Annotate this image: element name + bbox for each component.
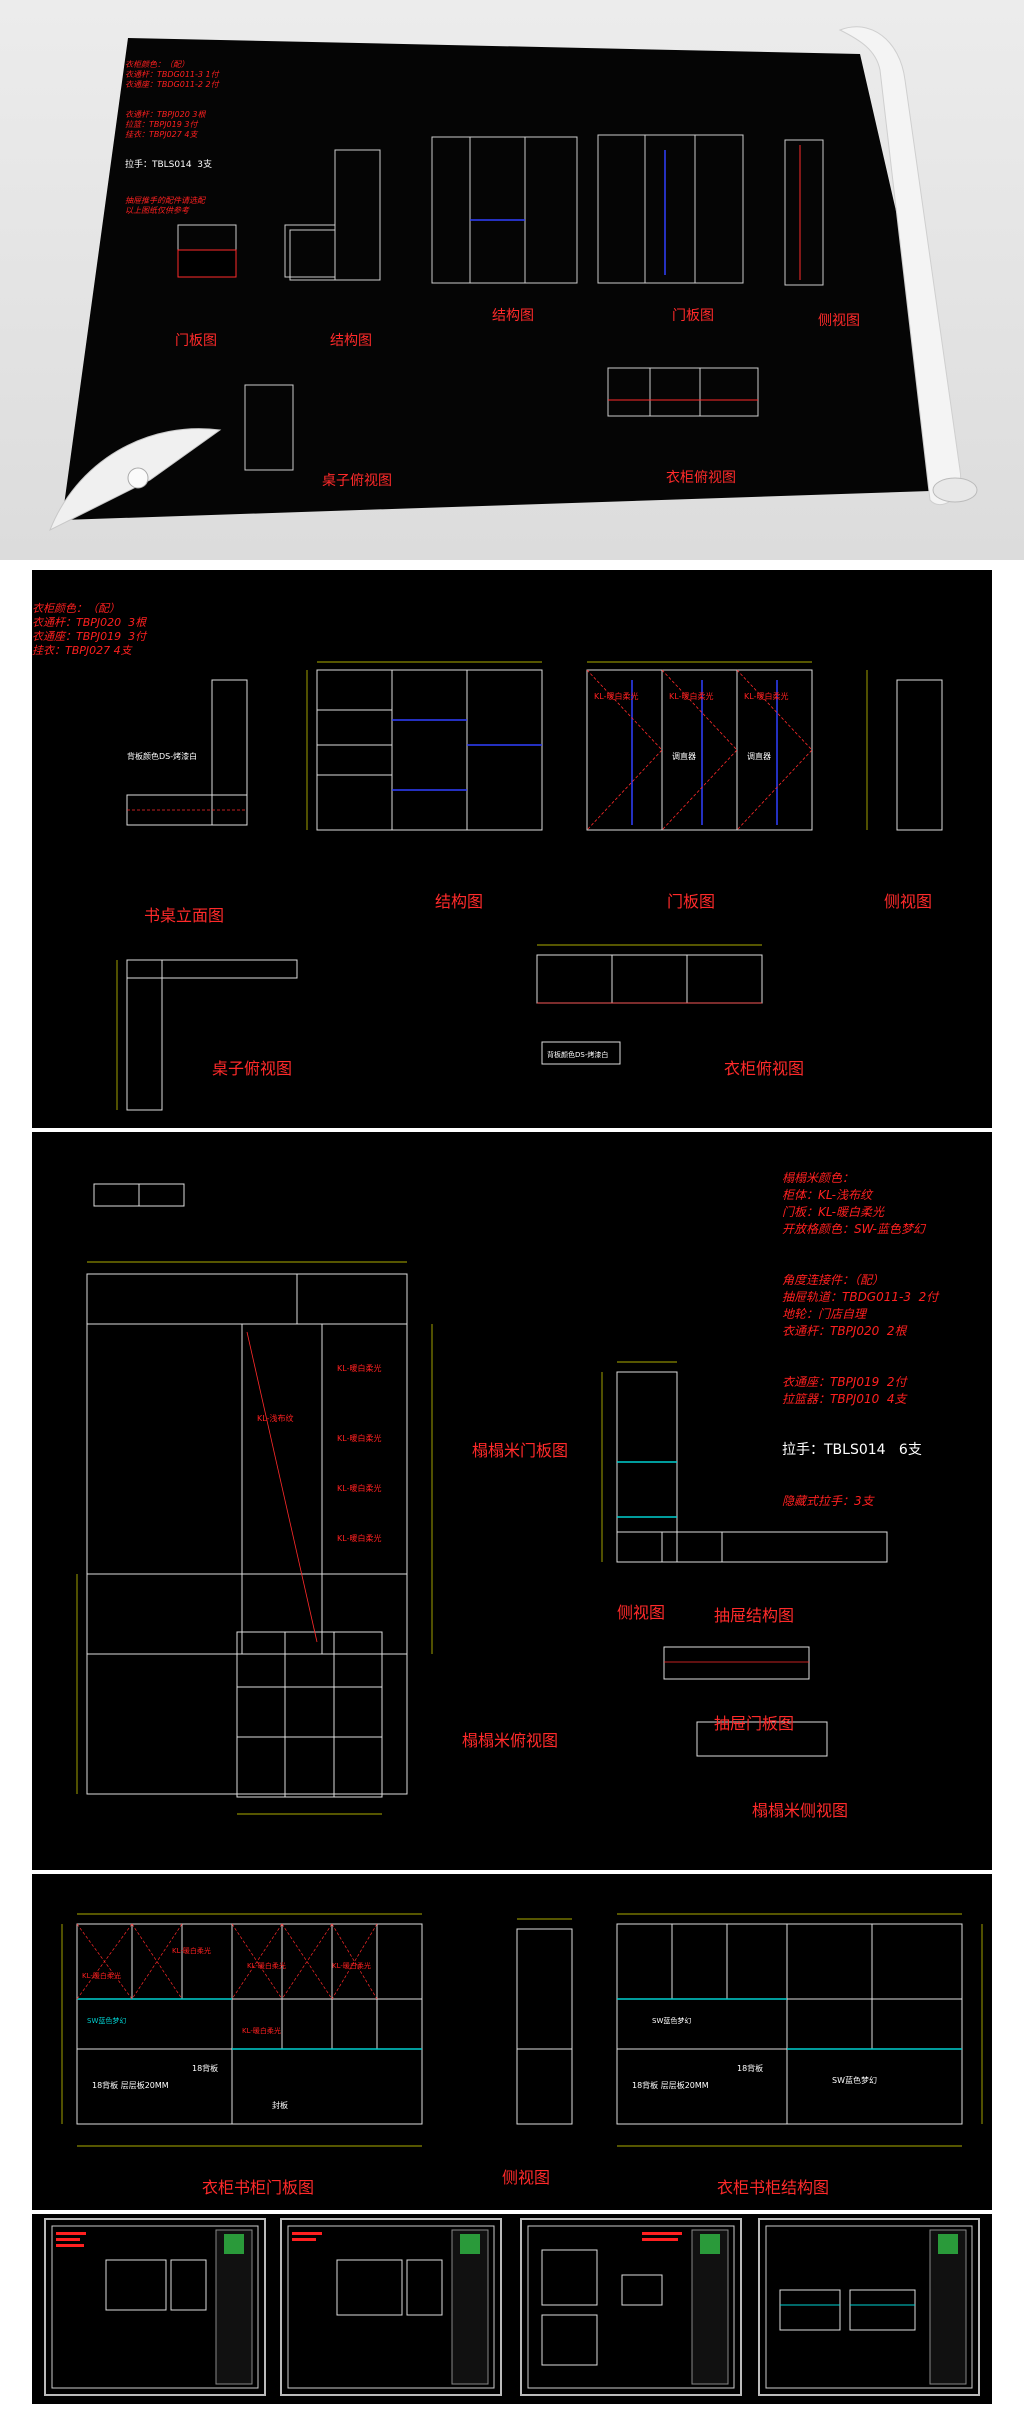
thumbnail-sheet-3 [520,2218,742,2396]
panel1-label-desk-top: 桌子俯视图 [212,1059,293,1078]
hero-label-door-b: 门板图 [672,308,714,324]
panel3-annot-1: KL-暖白柔光 [82,1972,121,1980]
panel3-annot-3: KL-暖白柔光 [247,1962,286,1970]
panel3-label-struct: 衣柜书柜结构图 [717,2178,830,2197]
panel3-annot-2: KL-暖白柔光 [172,1947,211,1955]
panel3-drawing [61,1913,983,2147]
panel1-annot-back: 背板颜色DS-烤漆白 [127,752,198,761]
panel2-annot-door1: KL-暖白柔光 [337,1364,382,1373]
panel3-annot-6: SW蓝色梦幻 [87,2017,127,2025]
panel2-label-drawer-struct: 抽屉结构图 [714,1606,795,1625]
thumbnail-sheet-1 [44,2218,266,2396]
panel3-annot-12: 18背板 [737,2064,764,2073]
hero-drawing [49,26,978,532]
panel2-label-side: 侧视图 [617,1603,666,1622]
panel2-label-tatami-side: 榻榻米侧视图 [752,1801,849,1820]
panel1-annot-door2: KL-暖白柔光 [669,692,714,701]
panel1-label-door: 门板图 [667,892,716,911]
panel2-notes: 榻榻米颜色：柜体：KL-浅布纹门板：KL-暖白柔光开放格颜色：SW-蓝色梦幻 角… [782,1171,939,1508]
drawing-panel-2: 榻榻米颜色：柜体：KL-浅布纹门板：KL-暖白柔光开放格颜色：SW-蓝色梦幻 角… [32,1132,992,1870]
panel2-label-top: 榻榻米俯视图 [462,1731,559,1750]
panel1-annot-door3: KL-暖白柔光 [744,692,789,701]
panel3-annot-5: KL-暖白柔光 [242,2027,281,2035]
thumbnail-sheet-4 [758,2218,980,2396]
hero-label-door: 门板图 [175,333,217,349]
panel3-annot-4: KL-暖白柔光 [332,1962,371,1970]
panel3-annot-9: 封板 [272,2101,288,2110]
panel1-label-desk: 书桌立面图 [144,906,225,925]
panel1-annot-back2: 背板颜色DS-烤漆白 [547,1051,609,1059]
panel3-annot-10: SW蓝色梦幻 [652,2017,692,2025]
panel1-annot-adj2: 调直器 [747,752,771,761]
panel3-annot-11: 18背板 层层板20MM [632,2081,709,2090]
panel2-drawing [76,1183,888,1815]
panel1-annot-adj1: 调直器 [672,752,696,761]
hero-notes: 衣柜颜色：（配）衣通杆：TBDG011-3 1付衣通座：TBDG011-2 2付… [125,60,219,215]
panel1-annot-door1: KL-暖白柔光 [594,692,639,701]
hero-label-wardrobe-top: 衣柜俯视图 [666,470,736,486]
hero-label-struct-a: 结构图 [330,333,372,349]
panel2-label-drawer-door: 抽屉门板图 [714,1714,795,1733]
panel2-annot-body: KL-浅布纹 [257,1414,294,1423]
panel3-annot-7: 18背板 层层板20MM [92,2081,169,2090]
hero-label-struct-b: 结构图 [492,308,534,324]
panel1-label-struct: 结构图 [435,892,484,911]
panel1-drawing [116,661,943,1111]
panel1-label-side: 侧视图 [884,892,933,911]
panel1-notes: 衣柜颜色：（配）衣通杆：TBPJ020 3根衣通座：TBPJ019 3付挂衣：T… [32,602,147,657]
hero-blueprint: 衣柜颜色：（配）衣通杆：TBDG011-3 1付衣通座：TBDG011-2 2付… [0,0,1024,560]
thumbnail-sheet-2 [280,2218,502,2396]
drawing-panel-3: 衣柜书柜门板图 侧视图 衣柜书柜结构图 KL-暖白柔光 KL-暖白柔光 KL-暖… [32,1874,992,2210]
panel2-annot-door3: KL-暖白柔光 [337,1484,382,1493]
panel1-label-wardrobe-top: 衣柜俯视图 [724,1059,805,1078]
drawing-panel-1: 衣柜颜色：（配）衣通杆：TBPJ020 3根衣通座：TBPJ019 3付挂衣：T… [32,570,992,1128]
panel3-label-door: 衣柜书柜门板图 [202,2178,315,2197]
hero-label-desk-top: 桌子俯视图 [322,473,392,489]
hero-label-side: 侧视图 [818,313,860,329]
panel2-label-door: 榻榻米门板图 [472,1441,569,1460]
panel3-annot-13: SW蓝色梦幻 [832,2076,877,2085]
panel2-annot-door4: KL-暖白柔光 [337,1534,382,1543]
panel2-annot-door2: KL-暖白柔光 [337,1434,382,1443]
panel3-label-side: 侧视图 [502,2168,551,2187]
panel3-annot-8: 18背板 [192,2064,219,2073]
